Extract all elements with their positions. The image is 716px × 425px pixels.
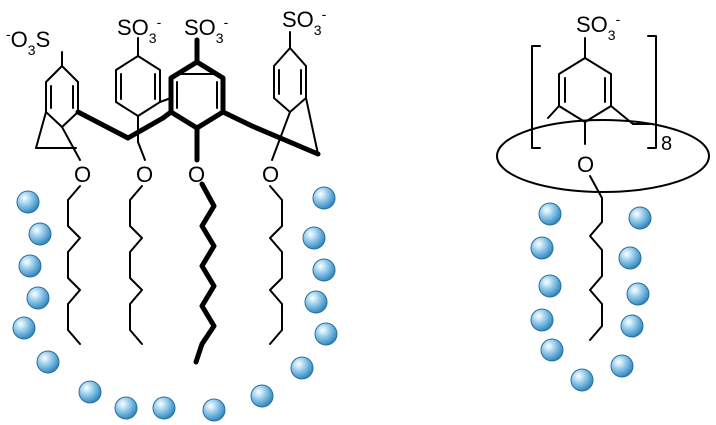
water-bead <box>12 316 36 340</box>
water-bead <box>78 380 102 404</box>
oxygen-label-3: O <box>188 162 205 187</box>
water-bead <box>36 350 60 374</box>
water-bead <box>26 286 50 310</box>
sulfonate-label-2: SO3- <box>117 14 162 46</box>
oxygen-label-2: O <box>136 162 153 187</box>
aryl-ring-1 <box>35 51 81 161</box>
water-bead <box>626 282 650 306</box>
water-bead <box>114 396 138 420</box>
water-bead <box>538 274 562 298</box>
alkyl-chain-2 <box>129 185 143 345</box>
water-beads-left <box>12 186 338 422</box>
water-bead <box>302 226 326 250</box>
water-bead <box>570 368 594 392</box>
alkyl-chain-right <box>589 175 603 341</box>
aryl-ring-3-front <box>168 37 226 163</box>
water-bead <box>250 384 274 408</box>
sulfonate-label-1: -O3S <box>6 26 50 58</box>
sulfonate-label-right: SO3- <box>576 11 621 43</box>
methylene-bridges <box>75 97 321 157</box>
oxygen-label-4: O <box>262 162 279 187</box>
repeat-subscript: 8 <box>661 133 672 155</box>
sulfonate-label-4: SO3- <box>282 6 327 38</box>
alkyl-chain-4 <box>269 185 283 345</box>
water-bead <box>304 290 328 314</box>
water-bead <box>312 258 336 282</box>
water-bead <box>202 398 226 422</box>
water-bead <box>620 314 644 338</box>
sulfonate-label-3: SO3- <box>184 14 229 46</box>
water-bead <box>610 354 634 378</box>
water-bead <box>18 254 42 278</box>
alkyl-chain-3-front <box>193 181 217 365</box>
calix4arene-structure: -O3S SO3- SO3- SO3- <box>6 6 327 365</box>
water-bead <box>530 308 554 332</box>
water-bead <box>16 190 40 214</box>
repeat-bracket-right <box>647 35 657 149</box>
alkyl-chain-1 <box>67 185 81 345</box>
water-bead <box>618 246 642 270</box>
water-bead <box>314 322 338 346</box>
water-bead <box>152 396 176 420</box>
water-bead <box>540 338 564 362</box>
aryl-ring-right <box>558 57 612 123</box>
water-bead <box>312 186 336 210</box>
oxygen-label-right: O <box>577 152 594 177</box>
water-beads-right <box>530 202 652 392</box>
calix8arene-structure: SO3- 8 O <box>496 11 710 341</box>
water-bead <box>530 236 554 260</box>
repeat-bracket-left <box>531 45 541 149</box>
water-bead <box>538 202 562 226</box>
water-bead <box>628 206 652 230</box>
macrocycle-ring <box>496 119 710 193</box>
aryl-ring-4 <box>271 31 319 161</box>
water-bead <box>290 356 314 380</box>
oxygen-label-1: O <box>74 162 91 187</box>
aryl-ring-2 <box>115 37 161 161</box>
water-bead <box>28 222 52 246</box>
